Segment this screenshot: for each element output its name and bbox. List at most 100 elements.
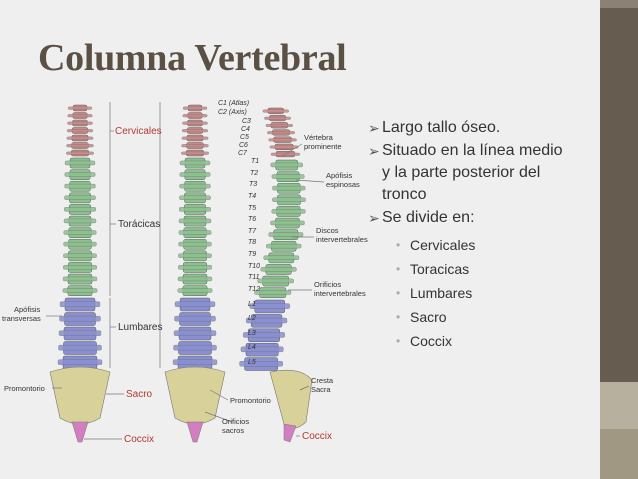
slide-title: Columna Vertebral xyxy=(38,37,347,79)
label-toracicas: Torácicas xyxy=(118,219,160,230)
sub-item-toracicas: •Toracicas xyxy=(382,257,598,281)
vertebra-labels: C1 (Atlas)C2 (Axis)C3C4C5C6C7T1T2T3T4T5T… xyxy=(218,100,260,366)
cervical-process xyxy=(180,151,209,155)
cervical-process xyxy=(181,129,209,133)
sub-item-cervicales: •Cervicales xyxy=(382,233,598,257)
vertebra-label: L5 xyxy=(248,359,256,366)
dot-bullet-icon: • xyxy=(396,286,401,300)
lateral-cervical-process xyxy=(267,131,295,135)
bullet-list: ➢ Largo tallo óseo. ➢ Situado en la líne… xyxy=(368,117,598,354)
arrow-bullet-icon: ➢ xyxy=(368,210,380,226)
sidebar-tile xyxy=(600,0,638,8)
vertebra-label: C3 xyxy=(242,118,251,125)
sidebar-tile xyxy=(600,429,638,479)
label-coccix-left: Coccix xyxy=(124,434,154,445)
vertebra-label: T11 xyxy=(248,274,260,281)
lateral-lumbar-process xyxy=(239,361,283,367)
coccyx-lateral xyxy=(283,423,297,443)
lumbar-process xyxy=(174,301,216,307)
leader-apofisis-espinosas xyxy=(295,179,325,183)
thoracic-process xyxy=(178,218,212,224)
thoracic-process xyxy=(179,195,211,200)
lateral-lumbar-process xyxy=(245,317,288,324)
thoracic-process xyxy=(63,241,97,247)
arrow-bullet-icon: ➢ xyxy=(368,143,380,159)
sidebar-tile xyxy=(600,382,638,429)
spine-columns xyxy=(49,104,313,443)
vertebra-label: T6 xyxy=(248,216,256,223)
lumbar-process xyxy=(172,359,218,365)
vertebra-label: C6 xyxy=(239,142,248,149)
vertebra-label: T3 xyxy=(249,181,257,188)
vertebra-label: C7 xyxy=(238,150,248,157)
label-cresta-1: Cresta xyxy=(311,376,334,385)
sub-item-coccix: •Coccix xyxy=(382,329,598,353)
lateral-thoracic-process xyxy=(263,255,300,260)
dot-bullet-icon: • xyxy=(396,262,401,276)
spine-illustration: Cervicales Torácicas Lumbares Sacro Cocc… xyxy=(0,100,370,450)
label-vertebra-prominente-2: prominente xyxy=(304,142,342,151)
sacrum-mid xyxy=(164,366,226,425)
label-vertebra-prominente-1: Vértebra xyxy=(304,133,334,142)
thoracic-process xyxy=(178,207,211,212)
thoracic-process xyxy=(64,172,96,177)
slide: Columna Vertebral Cervicales Torácicas L… xyxy=(0,37,598,450)
sacrum-left xyxy=(49,366,111,425)
sacrum-lateral xyxy=(269,369,313,429)
cervical-process xyxy=(67,114,93,118)
thoracic-process xyxy=(178,241,212,247)
thoracic-process xyxy=(63,265,97,270)
vertebra-label: L3 xyxy=(248,330,256,337)
thoracic-process xyxy=(63,207,96,212)
label-discos-1: Discos xyxy=(316,226,339,235)
lateral-thoracic-process xyxy=(270,220,305,226)
thoracic-process xyxy=(178,253,212,258)
sub-item-lumbares: •Lumbares xyxy=(382,281,598,305)
label-promontorio-mid: Promontorio xyxy=(230,396,271,405)
thoracic-process xyxy=(62,288,98,293)
label-cresta-2: Sacra xyxy=(311,385,331,394)
vertebra-label: T2 xyxy=(250,170,258,177)
label-apofisis-transversas-2: transversas xyxy=(2,314,41,323)
label-orificios-inter-1: Orificios xyxy=(314,280,341,289)
thoracic-process xyxy=(64,195,96,200)
dot-bullet-icon: • xyxy=(396,238,401,252)
label-apofisis-espinosas-1: Apófisis xyxy=(326,171,353,180)
coccyx-mid xyxy=(186,421,204,443)
thoracic-process xyxy=(63,230,97,235)
label-orificios-sacros-1: Orificios xyxy=(222,417,249,426)
sub-list: •Cervicales •Toracicas •Lumbares •Sacro … xyxy=(382,233,598,353)
bullet-item: ➢ Se divide en: •Cervicales •Toracicas •… xyxy=(368,207,598,353)
lumbar-process xyxy=(58,344,102,351)
label-coccix-right: Coccix xyxy=(302,431,332,442)
thoracic-process xyxy=(62,276,98,282)
leader-cresta xyxy=(299,385,310,391)
thoracic-process xyxy=(177,276,213,282)
cervical-process xyxy=(66,144,94,148)
bullet-item: ➢ Largo tallo óseo. xyxy=(368,117,598,139)
lateral-thoracic-process xyxy=(272,185,306,191)
thoracic-process xyxy=(63,218,97,224)
vertebra-label: C2 (Axis) xyxy=(218,109,247,116)
lumbar-process xyxy=(59,315,101,322)
leader-orificios-sacros xyxy=(204,411,233,423)
sub-item-sacro: •Sacro xyxy=(382,305,598,329)
vertebra-label: L1 xyxy=(248,301,256,308)
lateral-lumbar-process xyxy=(240,346,284,353)
cervical-process xyxy=(67,121,93,125)
leader-lines xyxy=(46,102,325,440)
vertebra-label: T9 xyxy=(248,251,256,258)
dot-bullet-icon: • xyxy=(396,310,401,324)
label-orificios-sacros-2: sacros xyxy=(222,426,244,435)
lateral-thoracic-process xyxy=(254,290,292,295)
label-cervicales: Cervicales xyxy=(115,126,162,137)
spine-svg: Cervicales Torácicas Lumbares Sacro Cocc… xyxy=(2,100,368,445)
thoracic-process xyxy=(64,183,96,189)
vertebra-label: C5 xyxy=(240,134,249,141)
cervical-process xyxy=(182,114,208,118)
lateral-cervical-process xyxy=(264,116,292,120)
lateral-cervical-process xyxy=(265,124,294,127)
dot-bullet-icon: • xyxy=(396,334,401,348)
leader-vertebra-prominente xyxy=(281,143,303,157)
thoracic-process xyxy=(177,288,213,293)
